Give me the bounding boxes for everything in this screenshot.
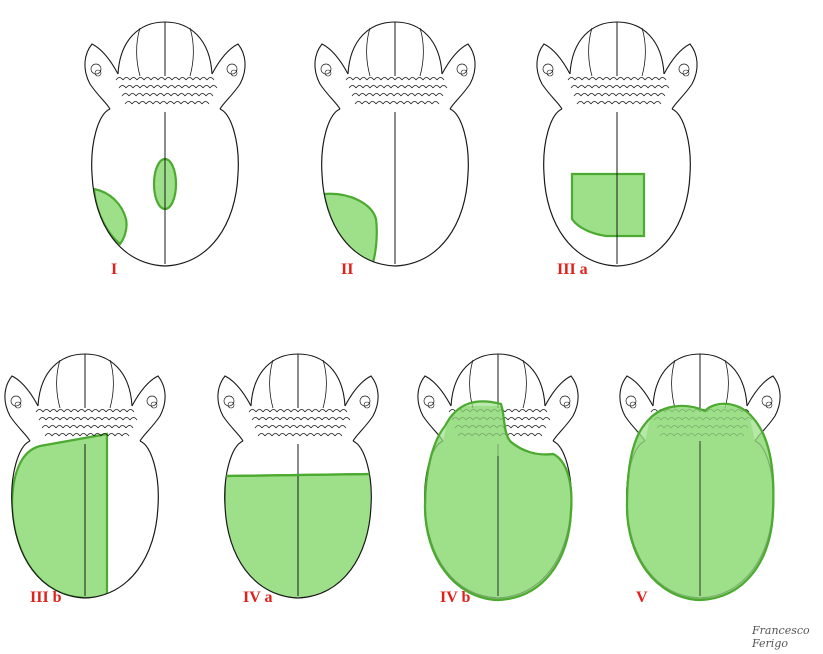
artist-signature: Francesco Ferigo [752, 624, 823, 650]
panel-label-I: I [111, 262, 117, 278]
tongue-panel-IVb [418, 354, 578, 600]
tongue-panel-IIIa [537, 22, 697, 266]
tongue-panel-II [315, 22, 475, 266]
tongue-panel-IIIb [5, 354, 165, 598]
tongue-panel-V [620, 354, 780, 600]
panel-label-IIIa: III a [557, 262, 588, 278]
panel-label-IVb: IV b [440, 590, 470, 606]
panel-label-II: II [341, 262, 353, 278]
panel-label-V: V [636, 590, 648, 606]
tongue-panel-I [85, 22, 245, 266]
panel-label-IVa: IV a [243, 590, 273, 606]
panel-label-IIIb: III b [30, 590, 62, 606]
tongue-panel-IVa [218, 354, 378, 606]
